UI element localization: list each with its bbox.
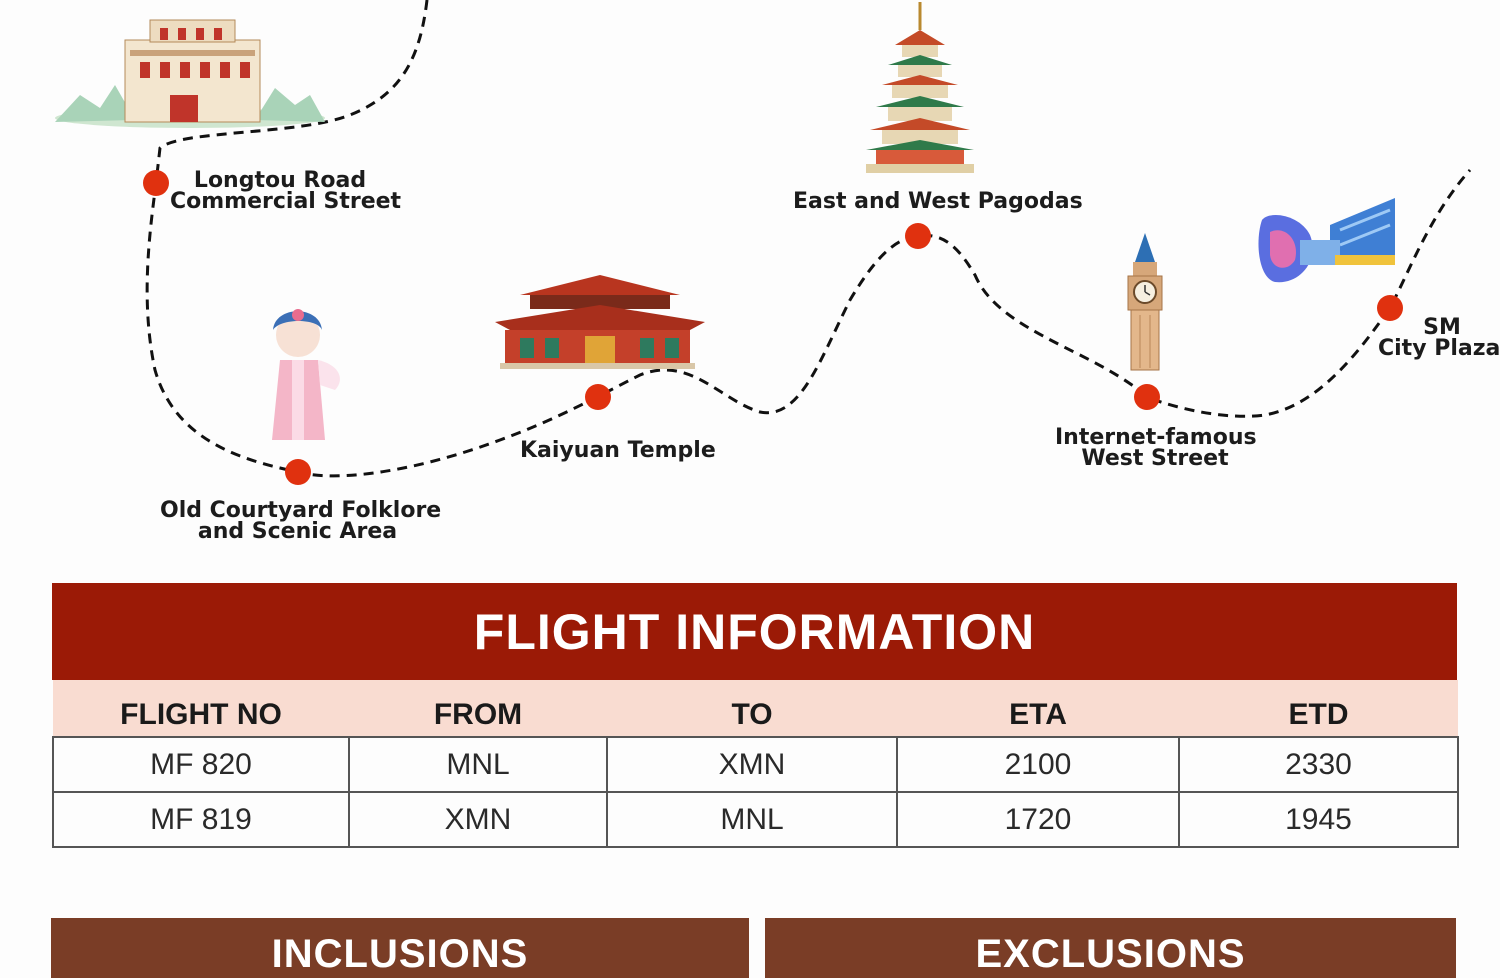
stop-label-pagodas: East and West Pagodas: [793, 189, 1083, 214]
stop-marker-longtou: [143, 170, 169, 196]
column-header-etd: ETD: [1179, 680, 1458, 737]
stop-marker-sm-plaza: [1377, 295, 1403, 321]
eta-cell: 2100: [896, 736, 1180, 793]
stop-label-line: Kaiyuan Temple: [520, 438, 716, 463]
stop-label-line: City Plaza: [1378, 336, 1500, 361]
eta-cell: 1720: [896, 791, 1180, 848]
opera-figure-illustration: [272, 309, 340, 440]
stop-label-west-street: Internet-famous West Street: [1055, 425, 1257, 471]
column-header-eta: ETA: [897, 680, 1179, 737]
stop-marker-pagodas: [905, 223, 931, 249]
flight-no-cell: MF 819: [52, 791, 350, 848]
stop-label-line: and Scenic Area: [197, 519, 398, 544]
flight-information-title: FLIGHT INFORMATION: [52, 583, 1457, 680]
from-cell: MNL: [348, 736, 608, 793]
column-header-to: TO: [607, 680, 897, 737]
temple-illustration: [495, 275, 705, 369]
flight-table: FLIGHT NO FROM TO ETA ETD MF 820 MNL XMN…: [52, 680, 1459, 848]
route-map: [55, 0, 1472, 485]
stop-label-line: SM: [1423, 315, 1461, 340]
etd-cell: 1945: [1178, 791, 1459, 848]
arcade-building-illustration: [55, 19, 325, 128]
column-header-from: FROM: [349, 680, 607, 737]
stop-marker-west-street: [1134, 384, 1160, 410]
stop-label-line: Longtou Road: [193, 168, 367, 193]
mall-illustration: [1258, 198, 1395, 283]
table-row: MF 820 MNL XMN 2100 2330: [52, 736, 1459, 793]
clock-tower-illustration: [1127, 233, 1163, 371]
stop-label-longtou: Longtou Road Commercial Street: [170, 168, 402, 214]
inclusions-panel: INCLUSIONS: [51, 918, 749, 978]
table-row: MF 819 XMN MNL 1720 1945: [52, 791, 1459, 848]
etd-cell: 2330: [1178, 736, 1459, 793]
column-header-flight-no: FLIGHT NO: [53, 680, 349, 737]
stop-label-kaiyuan: Kaiyuan Temple: [520, 438, 716, 463]
stop-marker-old-courtyard: [285, 459, 311, 485]
flight-table-header-row: FLIGHT NO FROM TO ETA ETD: [53, 680, 1458, 737]
exclusions-title: EXCLUSIONS: [975, 932, 1246, 976]
flight-no-cell: MF 820: [52, 736, 350, 793]
stop-label-line: Old Courtyard Folklore: [160, 498, 442, 523]
stop-label-old-courtyard: Old Courtyard Folklore and Scenic Area: [160, 498, 442, 544]
exclusions-panel: EXCLUSIONS: [765, 918, 1456, 978]
pagoda-illustration: [866, 2, 974, 173]
flight-information-section: FLIGHT INFORMATION FLIGHT NO FROM TO ETA…: [52, 583, 1459, 848]
inclusions-title: INCLUSIONS: [271, 932, 529, 976]
to-cell: XMN: [606, 736, 898, 793]
from-cell: XMN: [348, 791, 608, 848]
stop-label-line: East and West Pagodas: [793, 189, 1083, 214]
to-cell: MNL: [606, 791, 898, 848]
stop-label-line: Internet-famous: [1055, 425, 1257, 450]
route-path: [145, 0, 1472, 478]
stop-marker-kaiyuan: [585, 384, 611, 410]
stop-label-line: Commercial Street: [170, 189, 402, 214]
stop-label-sm-plaza: SM City Plaza: [1378, 315, 1500, 361]
stop-label-line: West Street: [1081, 446, 1229, 471]
